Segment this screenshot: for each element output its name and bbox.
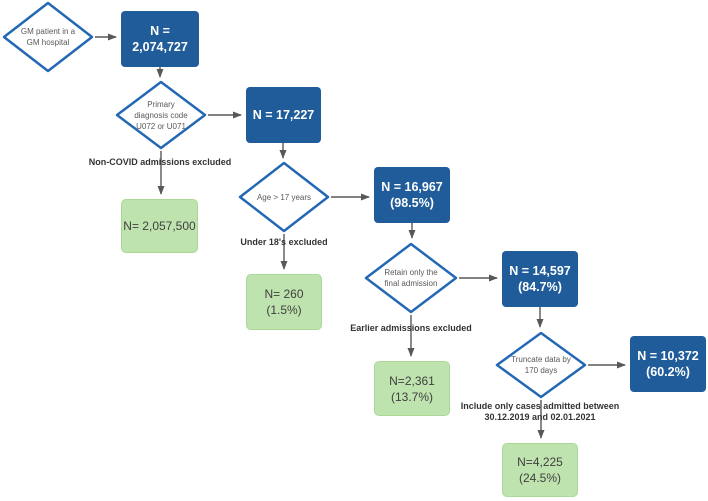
edge-label-under-18: Under 18's excluded xyxy=(240,237,328,247)
count-box-total-admissions: N = 2,074,727 xyxy=(121,11,199,67)
excluded-box-under-18-label: N= 260 (1.5%) xyxy=(264,287,304,317)
count-box-adults: N = 16,967 (98.5%) xyxy=(374,167,450,223)
edge-label-date-window: Include only cases admitted between 30.1… xyxy=(460,401,620,422)
excluded-box-earlier-admissions-label: N=2,361 (13.7%) xyxy=(389,373,435,404)
decision-truncate-label: Truncate data by 170 days xyxy=(511,355,571,375)
decision-truncate-shape xyxy=(495,331,587,399)
decision-age-label: Age > 17 years xyxy=(256,192,312,202)
count-box-final-admissions: N = 14,597 (84.7%) xyxy=(502,251,578,307)
excluded-box-under-18: N= 260 (1.5%) xyxy=(246,274,322,330)
count-box-covid-admissions: N = 17,227 xyxy=(246,87,321,143)
count-box-truncated: N = 10,372 (60.2%) xyxy=(630,336,706,392)
start-node-gm-patient: GM patient in a GM hospital xyxy=(4,3,92,71)
decision-age-shape xyxy=(238,161,330,233)
decision-age: Age > 17 years xyxy=(240,163,328,231)
edge-label-non-covid: Non-COVID admissions excluded xyxy=(88,157,232,167)
excluded-box-non-covid-label: N= 2,057,500 xyxy=(123,219,196,233)
count-box-covid-label: N = 17,227 xyxy=(252,108,315,122)
excluded-box-date-window: N=4,225 (24.5%) xyxy=(502,443,578,497)
decision-final-admission-shape xyxy=(364,242,458,314)
decision-primary-diagnosis: Primary diagnosis code U072 or U071 xyxy=(117,82,205,148)
excluded-box-non-covid: N= 2,057,500 xyxy=(121,199,198,253)
decision-primary-diagnosis-label: Primary diagnosis code U072 or U071 xyxy=(134,99,188,131)
decision-diagnosis-shape xyxy=(115,80,207,150)
decision-final-admission: Retain only the final admission xyxy=(366,244,456,312)
count-box-truncated-label: N = 10,372 (60.2%) xyxy=(637,349,699,379)
count-box-adults-label: N = 16,967 (98.5%) xyxy=(381,180,443,210)
edge-label-earlier-admissions: Earlier admissions excluded xyxy=(350,323,472,333)
count-box-final-label: N = 14,597 (84.7%) xyxy=(509,264,571,294)
start-diamond-shape xyxy=(2,1,94,73)
excluded-box-earlier-admissions: N=2,361 (13.7%) xyxy=(374,361,450,416)
count-box-total-label: N = 2,074,727 xyxy=(132,24,188,54)
start-node-label: GM patient in a GM hospital xyxy=(20,27,76,47)
excluded-box-date-window-label: N=4,225 (24.5%) xyxy=(517,455,563,485)
decision-final-admission-label: Retain only the final admission xyxy=(384,268,438,288)
decision-truncate: Truncate data by 170 days xyxy=(497,333,585,397)
